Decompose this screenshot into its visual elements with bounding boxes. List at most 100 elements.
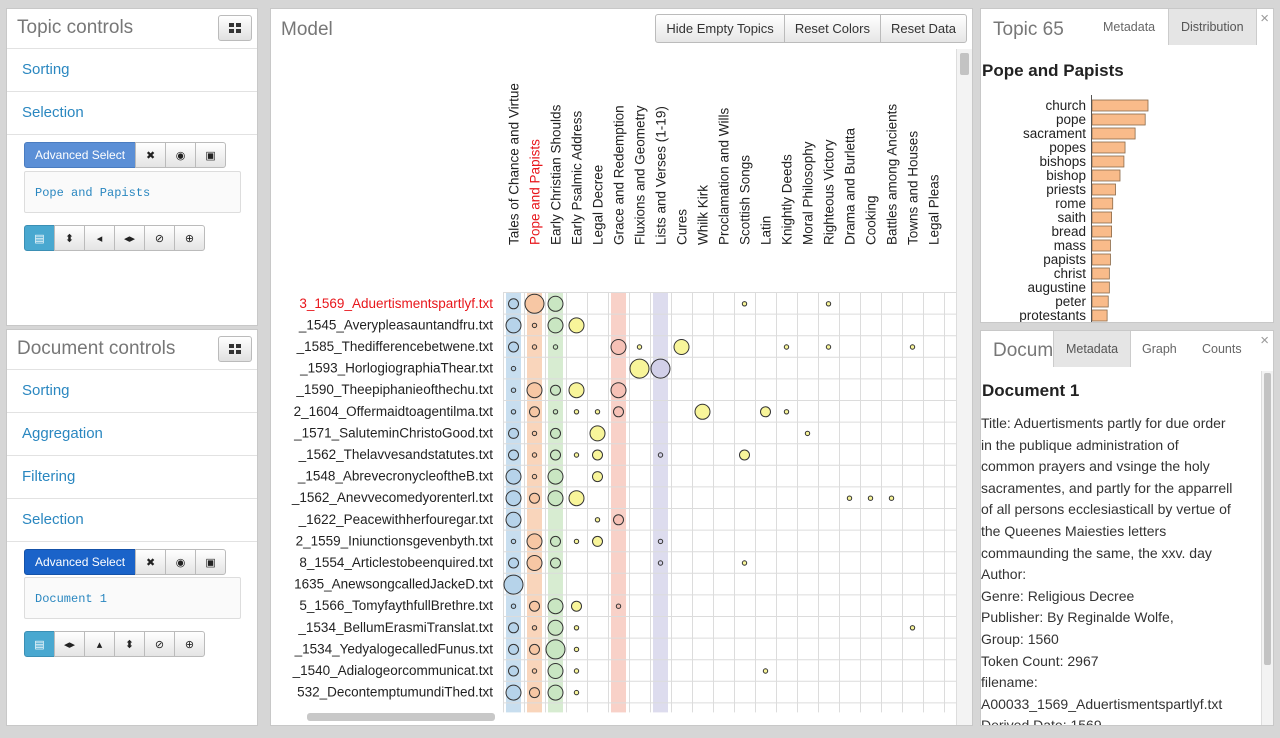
- topic-bubble[interactable]: [508, 622, 519, 634]
- topic-bubble[interactable]: [531, 322, 538, 329]
- topic-bubble[interactable]: [529, 687, 540, 699]
- topic-bubble[interactable]: [888, 495, 895, 501]
- topic-bubble[interactable]: [510, 387, 517, 393]
- topic-bubble[interactable]: [636, 344, 643, 350]
- document-selection-label[interactable]: Selection: [22, 511, 84, 528]
- document-close-icon[interactable]: ×: [1260, 332, 1269, 349]
- topic-bubble[interactable]: [547, 295, 564, 312]
- topic-bubble[interactable]: [673, 339, 690, 355]
- topic-advanced-select-button[interactable]: Advanced Select: [24, 142, 137, 168]
- topic-layout-button[interactable]: ▤: [24, 225, 55, 251]
- topic-label[interactable]: Proclamation and Wills: [717, 107, 732, 245]
- topic-bubble[interactable]: [529, 600, 540, 612]
- document-save-button[interactable]: ▣: [195, 549, 227, 575]
- document-tab-graph[interactable]: Graph: [1142, 342, 1177, 356]
- document-label[interactable]: 5_1566_TomyfaythfullBrethre.txt: [299, 598, 493, 613]
- topic-hide-button[interactable]: ⊘: [144, 225, 175, 251]
- document-up-button[interactable]: ▴: [84, 631, 115, 657]
- topic-bubble[interactable]: [804, 430, 811, 437]
- document-label[interactable]: 532_DecontemptumundiThed.txt: [297, 685, 493, 700]
- topic-bubble[interactable]: [552, 344, 559, 350]
- topic-bubble[interactable]: [550, 384, 561, 396]
- topic-bubble[interactable]: [508, 665, 519, 677]
- topic-bubble[interactable]: [503, 574, 524, 595]
- document-label[interactable]: 1635_AnewsongcalledJackeD.txt: [294, 577, 493, 592]
- topic-bubble[interactable]: [547, 663, 564, 679]
- document-controls-grid-button[interactable]: [218, 336, 252, 362]
- document-label[interactable]: _1571_SaluteminChristoGood.txt: [293, 425, 493, 440]
- reset-data-button[interactable]: Reset Data: [879, 14, 967, 43]
- topic-label[interactable]: Early Psalmic Address: [570, 110, 585, 245]
- topic-left-button[interactable]: ◂: [84, 225, 115, 251]
- topic-bubble[interactable]: [505, 490, 522, 507]
- topic-label[interactable]: Cooking: [864, 195, 879, 245]
- topic-bubble[interactable]: [613, 514, 624, 526]
- document-vertical-scrollbar[interactable]: [1261, 371, 1273, 725]
- topic-bubble[interactable]: [508, 298, 519, 310]
- topic-bubble[interactable]: [573, 625, 580, 631]
- topic-save-button[interactable]: ▣: [195, 142, 227, 168]
- document-selection-section[interactable]: Selection: [7, 499, 257, 542]
- topic-bubble[interactable]: [510, 365, 517, 372]
- topic-bubble[interactable]: [741, 560, 748, 566]
- topic-label[interactable]: Battles among Ancients: [885, 104, 900, 245]
- document-label[interactable]: _1548_AbrevecronycleoftheB.txt: [297, 469, 493, 484]
- topic-bubble[interactable]: [650, 358, 671, 379]
- topic-bubble[interactable]: [657, 538, 664, 545]
- model-scroll-thumb[interactable]: [960, 53, 969, 75]
- topic-bubble[interactable]: [594, 409, 601, 415]
- topic-bubble[interactable]: [909, 625, 916, 631]
- topic-bubble[interactable]: [568, 382, 585, 399]
- topic-bubble[interactable]: [508, 557, 519, 569]
- topic-label[interactable]: Legal Decree: [591, 165, 606, 245]
- document-label[interactable]: 2_1559_Iniunctionsgevenbyth.txt: [296, 533, 494, 548]
- topic-bubble[interactable]: [508, 341, 519, 353]
- topic-bubble[interactable]: [531, 668, 538, 674]
- document-tab-counts[interactable]: Counts: [1202, 342, 1242, 356]
- document-tab-metadata[interactable]: Metadata: [1053, 331, 1132, 367]
- document-layout-button[interactable]: ▤: [24, 631, 55, 657]
- document-sorting-section[interactable]: Sorting: [7, 370, 257, 413]
- topic-selection-label[interactable]: Selection: [22, 104, 84, 121]
- topic-label[interactable]: Whilk Kirk: [696, 185, 711, 245]
- topic-bubble[interactable]: [510, 603, 517, 609]
- topic-bubble[interactable]: [694, 403, 711, 420]
- document-label[interactable]: _1585_Thedifferencebetwene.txt: [296, 339, 494, 354]
- topic-bubble[interactable]: [547, 684, 564, 701]
- topic-label[interactable]: Scottish Songs: [738, 155, 753, 245]
- topic-bubble[interactable]: [505, 684, 522, 701]
- topic-label[interactable]: Pope and Papists: [528, 139, 543, 245]
- topic-zoom-button[interactable]: ⊕: [174, 225, 205, 251]
- topic-controls-grid-button[interactable]: [218, 15, 252, 41]
- topic-bubble[interactable]: [615, 603, 622, 609]
- topic-label[interactable]: Latin: [759, 216, 774, 245]
- topic-bubble[interactable]: [508, 643, 519, 655]
- hide-empty-topics-button[interactable]: Hide Empty Topics: [655, 14, 785, 43]
- topic-bubble[interactable]: [657, 560, 664, 566]
- topic-bubble[interactable]: [531, 344, 538, 350]
- topic-bubble[interactable]: [573, 646, 580, 653]
- document-filtering-section[interactable]: Filtering: [7, 456, 257, 499]
- topic-bubble[interactable]: [867, 495, 874, 501]
- document-label[interactable]: _1562_Anevvecomedyorenterl.txt: [291, 490, 493, 505]
- document-hide-button[interactable]: ⊘: [144, 631, 175, 657]
- document-clear-button[interactable]: ✖: [135, 549, 167, 575]
- topic-bubble[interactable]: [573, 452, 580, 458]
- topic-label[interactable]: Drama and Burletta: [843, 127, 858, 245]
- topic-bubble[interactable]: [531, 625, 538, 631]
- topic-bubble[interactable]: [589, 425, 606, 442]
- topic-tab-metadata[interactable]: Metadata: [1103, 20, 1156, 34]
- document-sort-button[interactable]: ⬍: [114, 631, 145, 657]
- topic-bubble[interactable]: [573, 668, 580, 674]
- topic-bubble[interactable]: [760, 406, 771, 418]
- topic-bubble[interactable]: [762, 668, 769, 674]
- document-resize-button[interactable]: ◂▸: [54, 631, 85, 657]
- topic-bubble[interactable]: [550, 449, 561, 461]
- topic-bubble[interactable]: [573, 538, 580, 545]
- document-scroll-thumb[interactable]: [1264, 373, 1271, 665]
- document-label[interactable]: _1593_HorlogiographiaThear.txt: [299, 361, 493, 376]
- topic-bubble[interactable]: [573, 409, 580, 415]
- topic-bubble[interactable]: [547, 490, 564, 507]
- topic-label[interactable]: Tales of Chance and Virtue: [507, 83, 522, 245]
- document-label[interactable]: _1545_Averypleasauntandfru.txt: [298, 317, 493, 332]
